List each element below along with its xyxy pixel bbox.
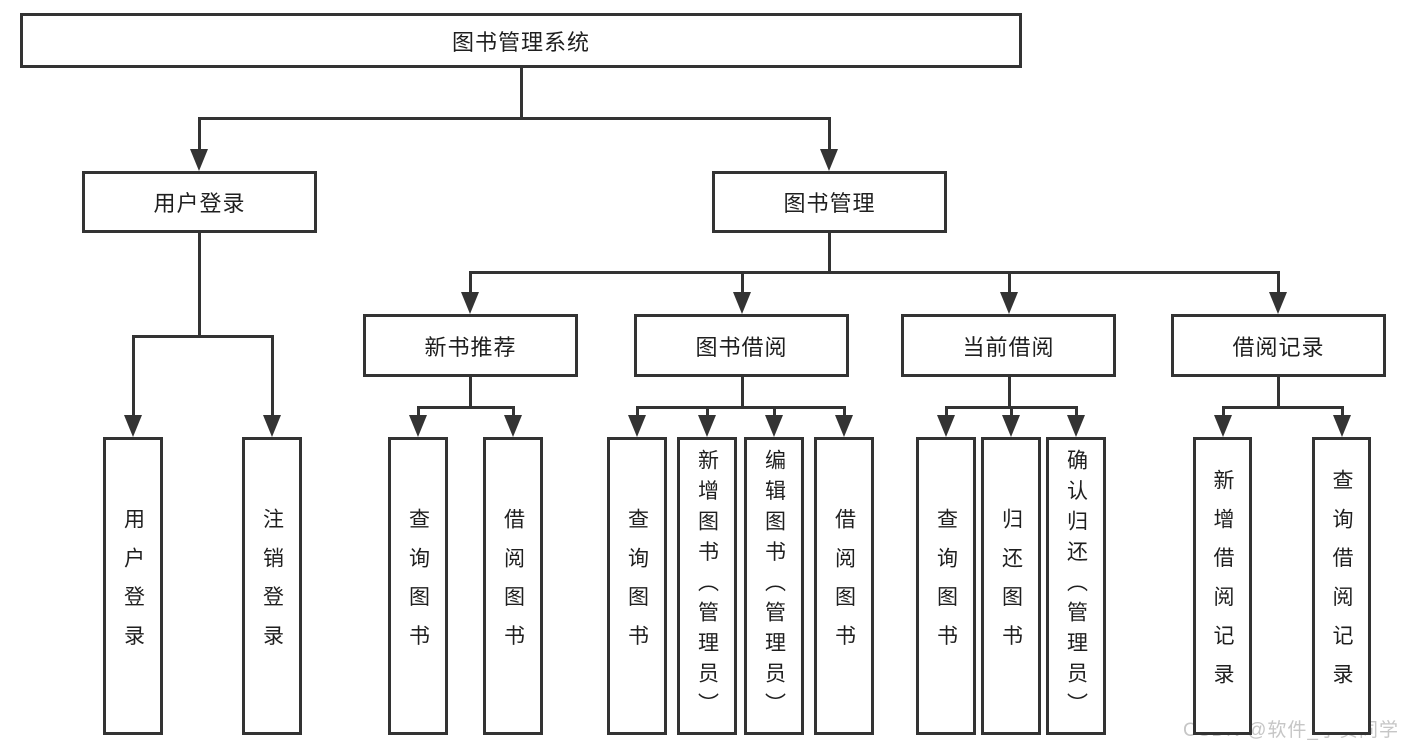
arrow-shaft <box>827 118 831 163</box>
node-label: 图书管理 <box>783 191 876 216</box>
node-n2: 借阅图书 <box>483 437 543 735</box>
arrowhead-icon <box>1269 292 1287 314</box>
connector-line <box>1007 377 1011 407</box>
connector-line <box>468 377 472 407</box>
arrowhead-icon <box>1333 415 1351 437</box>
connector-line <box>1276 377 1280 407</box>
arrowhead-icon <box>263 415 281 437</box>
node-label: 查询借阅记录 <box>1330 469 1353 703</box>
node-label: 查询图书 <box>934 508 958 664</box>
connector-line <box>740 377 744 407</box>
node-label: 图书借阅 <box>695 334 788 360</box>
node-label: 当前借阅 <box>962 334 1055 360</box>
connector-line <box>131 334 274 338</box>
arrowhead-icon <box>628 415 646 437</box>
arrowhead-icon <box>820 149 838 171</box>
node-b2: 新增图书（管理员） <box>677 437 737 735</box>
node-label: 借阅记录 <box>1232 334 1325 360</box>
arrow-shaft <box>270 336 274 429</box>
arrowhead-icon <box>190 149 208 171</box>
node-login: 用户登录 <box>82 171 317 233</box>
connector-line <box>635 405 846 409</box>
arrowhead-icon <box>1002 415 1020 437</box>
arrowhead-icon <box>835 415 853 437</box>
node-record: 借阅记录 <box>1171 314 1386 377</box>
arrowhead-icon <box>937 415 955 437</box>
node-borrow: 图书借阅 <box>634 314 849 377</box>
arrowhead-icon <box>1067 415 1085 437</box>
arrow-shaft <box>740 272 744 306</box>
node-label: 注销登录 <box>260 508 284 664</box>
arrow-shaft <box>197 118 201 163</box>
connector-line <box>197 233 201 336</box>
arrow-shaft <box>1276 272 1280 306</box>
connector-line <box>1221 405 1344 409</box>
node-u2: 注销登录 <box>242 437 302 735</box>
node-label: 编辑图书（管理员） <box>762 448 786 724</box>
arrow-shaft <box>468 272 472 306</box>
arrowhead-icon <box>765 415 783 437</box>
arrowhead-icon <box>1000 292 1018 314</box>
node-n1: 查询图书 <box>388 437 448 735</box>
node-current: 当前借阅 <box>901 314 1116 377</box>
node-label: 用户登录 <box>153 191 246 216</box>
node-u1: 用户登录 <box>103 437 163 735</box>
node-label: 新增借阅记录 <box>1211 469 1234 703</box>
node-label: 新书推荐 <box>424 334 517 360</box>
node-b1: 查询图书 <box>607 437 667 735</box>
node-label: 查询图书 <box>406 508 430 664</box>
node-b3: 编辑图书（管理员） <box>744 437 804 735</box>
node-r2: 查询借阅记录 <box>1312 437 1371 735</box>
arrowhead-icon <box>461 292 479 314</box>
arrowhead-icon <box>698 415 716 437</box>
node-label: 借阅图书 <box>501 508 525 664</box>
node-c2: 归还图书 <box>981 437 1041 735</box>
node-label: 确认归还（管理员） <box>1064 448 1088 724</box>
connector-line <box>416 405 515 409</box>
node-label: 查询图书 <box>625 508 649 664</box>
arrowhead-icon <box>409 415 427 437</box>
node-label: 新增图书（管理员） <box>695 448 719 724</box>
node-c3: 确认归还（管理员） <box>1046 437 1106 735</box>
node-label: 归还图书 <box>999 508 1023 664</box>
arrow-shaft <box>1007 272 1011 306</box>
arrow-shaft <box>131 336 135 429</box>
node-label: 用户登录 <box>121 508 145 664</box>
node-c1: 查询图书 <box>916 437 976 735</box>
node-b4: 借阅图书 <box>814 437 874 735</box>
node-mgmt: 图书管理 <box>712 171 947 233</box>
connector-line <box>827 233 831 272</box>
arrowhead-icon <box>1214 415 1232 437</box>
node-label: 借阅图书 <box>832 508 856 664</box>
node-rec: 新书推荐 <box>363 314 578 377</box>
connector-line <box>197 116 831 120</box>
arrowhead-icon <box>733 292 751 314</box>
node-r1: 新增借阅记录 <box>1193 437 1252 735</box>
arrowhead-icon <box>504 415 522 437</box>
arrowhead-icon <box>124 415 142 437</box>
node-label: 图书管理系统 <box>451 29 590 55</box>
connector-line <box>519 68 523 118</box>
node-root: 图书管理系统 <box>20 13 1022 68</box>
connector-line <box>468 270 1280 274</box>
